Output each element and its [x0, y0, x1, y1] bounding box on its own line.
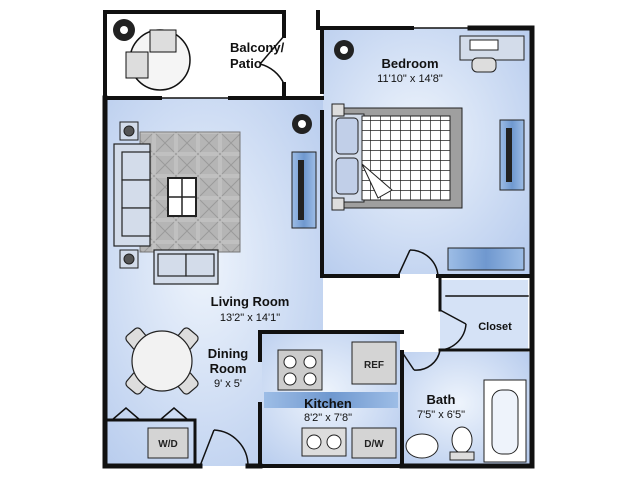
balcony-label-2: Patio: [230, 56, 262, 71]
bedroom-label: Bedroom: [381, 56, 438, 71]
dresser: [447, 247, 525, 271]
bedroom-dims: 11'10" x 14'8": [377, 73, 443, 85]
dining-label-1: Dining: [208, 346, 248, 361]
closet-label: Closet: [478, 321, 512, 333]
sofa-icon: [113, 143, 151, 247]
sink-icon: [405, 433, 439, 459]
refrigerator: REF: [351, 341, 397, 385]
kitchen-label: Kitchen: [304, 396, 352, 411]
svg-text:D/W: D/W: [364, 439, 384, 450]
svg-text:W/D: W/D: [158, 439, 177, 450]
bed-icon: [331, 103, 463, 211]
dining-label-2: Room: [210, 361, 247, 376]
living-room-dims: 13'2" x 14'1": [220, 312, 280, 324]
bath-label: Bath: [427, 392, 456, 407]
tv-icon: [499, 119, 525, 191]
bath-dims: 7'5" x 6'5": [417, 409, 465, 421]
plant-icon: [292, 114, 312, 134]
balcony-label-1: Balcony/: [230, 40, 285, 55]
tv-icon: [291, 151, 317, 229]
washer-dryer: W/D: [147, 427, 189, 459]
plant-icon: [113, 19, 135, 41]
dishwasher: D/W: [351, 427, 397, 459]
bathtub-icon: [483, 379, 527, 463]
doors: [111, 35, 467, 467]
dining-table: [125, 327, 199, 395]
balcony-furniture: [125, 29, 191, 91]
room-labels: Balcony/ Patio Bedroom 11'10" x 14'8" Li…: [208, 40, 512, 424]
svg-text:REF: REF: [364, 360, 384, 371]
desk-icon: [459, 35, 525, 73]
plant-icon: [334, 40, 354, 60]
living-room-label: Living Room: [211, 294, 290, 309]
loveseat: [153, 249, 219, 285]
counter-stripe: [264, 392, 398, 408]
sink-icon: [301, 427, 347, 457]
dining-dims: 9' x 5': [214, 378, 242, 390]
walls: [102, 10, 535, 469]
toilet-icon: [449, 426, 475, 461]
lamp-icon: [119, 121, 139, 269]
stove-icon: [277, 349, 323, 391]
table-icon: [167, 177, 197, 217]
kitchen-dims: 8'2" x 7'8": [304, 412, 352, 424]
